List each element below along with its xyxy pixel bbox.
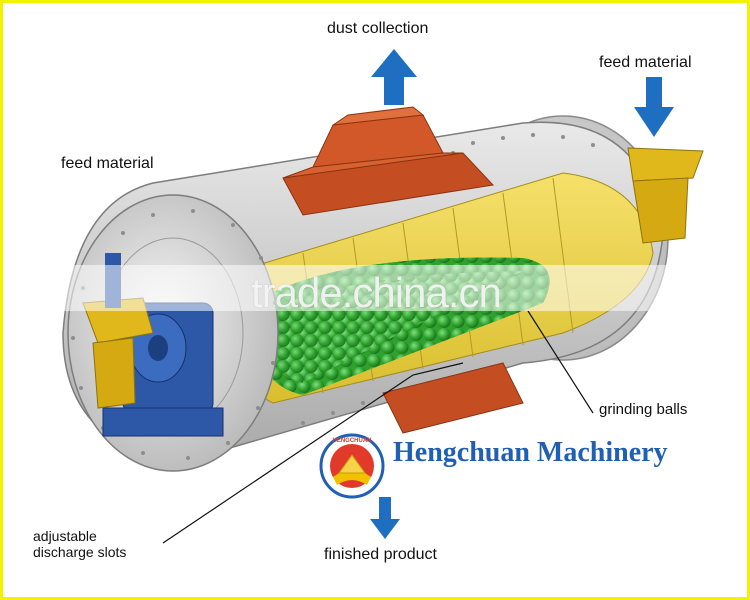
- company-email: Email:katherine@hengchuanjixie.com: [393, 495, 640, 511]
- dust-collection-hood: [282, 106, 495, 216]
- watermark-band: [3, 265, 747, 311]
- company-name: Hengchuan Machinery: [393, 437, 668, 468]
- company-phone: Mol/WhatsApp:86-15853653715: [393, 473, 600, 489]
- label-finished-product: finished product: [324, 546, 437, 563]
- label-dust-collection: dust collection: [327, 20, 429, 37]
- label-discharge-slots: discharge slots: [33, 544, 127, 560]
- watermark-text: trade.china.cn: [251, 269, 502, 316]
- logo-text: HENGCHUAN: [333, 438, 372, 444]
- label-feed-material-left: feed material: [61, 155, 154, 172]
- company-logo: HENGCHUAN: [319, 433, 385, 499]
- feed-material-right-arrow-icon: [634, 77, 674, 137]
- label-grinding-balls: grinding balls: [599, 401, 688, 418]
- right-feed-chute: [627, 147, 704, 244]
- label-adjustable: adjustable: [33, 528, 97, 544]
- label-feed-material-right: feed material: [599, 54, 692, 71]
- dust-collection-arrow-icon: [371, 49, 417, 105]
- finished-product-arrow-icon: [370, 497, 400, 539]
- discharge-hood: [382, 362, 524, 434]
- pointer-lines: [162, 310, 594, 544]
